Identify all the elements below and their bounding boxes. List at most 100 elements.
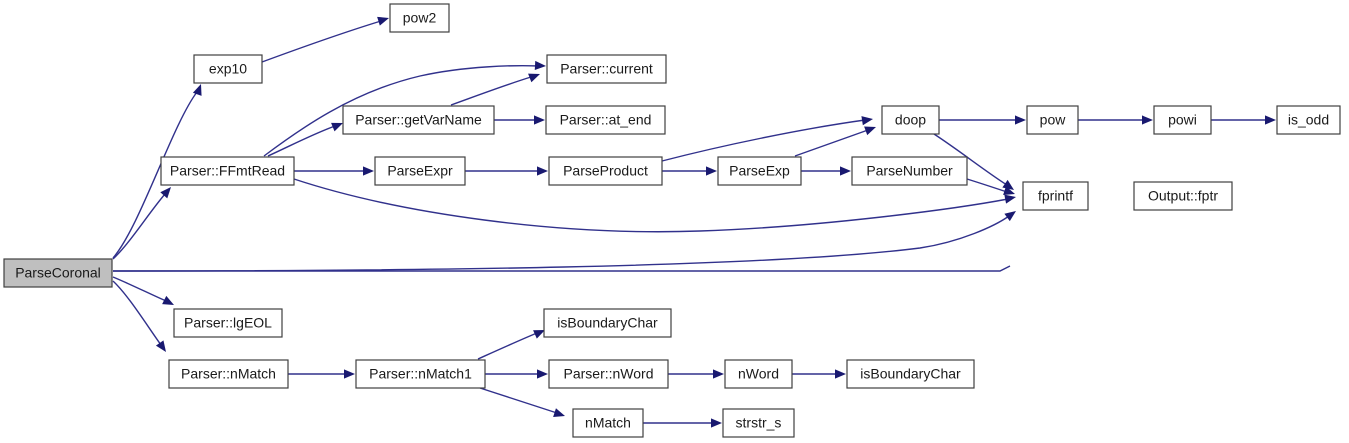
arrow-head-icon [1004,194,1016,204]
edge-parsecoronal-to-exp10 [112,84,202,259]
edge-line [263,64,540,157]
edge-parser_nmatch-to-parser_nmatch1 [288,369,355,379]
edge-line [267,125,336,157]
arrow-head-icon [537,166,548,176]
node-is_odd[interactable]: is_odd [1276,105,1341,135]
node-box[interactable] [1026,105,1079,135]
node-box[interactable] [572,408,644,438]
node-box[interactable] [1022,181,1089,211]
node-parser_nmatch[interactable]: Parser::nMatch [168,359,289,389]
node-pow[interactable]: pow [1026,105,1079,135]
arrow-head-icon [331,122,343,132]
node-box[interactable] [342,105,495,135]
arrow-head-icon [1002,179,1014,190]
node-powi[interactable]: powi [1153,105,1212,135]
edge-parsenumber-to-fprintf [966,178,1015,195]
arrow-head-icon [706,166,717,176]
edge-doop-to-fprintf [933,133,1014,190]
node-ffmtread[interactable]: Parser::FFmtRead [160,156,295,186]
edge-line [477,332,538,360]
node-isboundary1[interactable]: isBoundaryChar [543,308,672,338]
node-box[interactable] [846,359,975,389]
edge-line [933,133,1008,186]
node-box[interactable] [160,156,295,186]
node-box[interactable] [548,359,669,389]
arrow-head-icon [1004,211,1016,222]
edge-parsecoronal-to-ffmtread [112,187,171,260]
node-box[interactable] [881,105,940,135]
edge-parseproduct-to-doop [661,116,873,162]
node-box[interactable] [193,54,263,84]
edge-parsecoronal-to-lgeol [112,276,174,305]
node-parsecoronal[interactable]: ParseCoronal [3,258,113,288]
node-box[interactable] [717,156,802,186]
node-box[interactable] [851,156,968,186]
edge-ffmtread-to-parser_current [263,60,546,157]
node-box[interactable] [543,308,672,338]
node-doop[interactable]: doop [881,105,940,135]
edge-exp10-to-pow2 [261,16,389,63]
node-box[interactable] [389,3,450,33]
node-fprintf[interactable]: fprintf [1022,181,1089,211]
node-parseproduct[interactable]: ParseProduct [548,156,663,186]
node-strstr_s[interactable]: strstr_s [722,408,795,438]
arrow-head-icon [534,60,546,71]
edge-line [479,387,558,414]
node-output_fptr[interactable]: Output::fptr [1133,181,1233,211]
arrow-head-icon [363,166,374,176]
node-pow2[interactable]: pow2 [389,3,450,33]
node-box[interactable] [168,359,289,389]
edge-parsecoronal-to-fprintf [113,265,1011,272]
arrow-head-icon [344,369,355,379]
arrow-head-icon [1142,115,1153,125]
node-at_end[interactable]: Parser::at_end [545,105,666,135]
arrow-head-icon [864,126,876,136]
node-nmatch[interactable]: nMatch [572,408,644,438]
node-isboundary2[interactable]: isBoundaryChar [846,359,975,389]
edge-nmatch-to-strstr_s [643,418,722,428]
node-box[interactable] [724,359,793,389]
edge-line [112,215,1010,272]
edge-line [261,20,382,63]
edge-parseexpr-to-parseproduct [465,166,548,176]
node-getvarname[interactable]: Parser::getVarName [342,105,495,135]
node-parser_nword[interactable]: Parser::nWord [548,359,669,389]
node-box[interactable] [173,308,283,338]
node-box[interactable] [1276,105,1341,135]
node-box[interactable] [548,156,663,186]
node-lgeol[interactable]: Parser::lgEOL [173,308,283,338]
node-parser_current[interactable]: Parser::current [546,54,667,84]
arrow-head-icon [528,73,540,83]
edge-parsecoronal-to-fprintf2 [112,211,1016,272]
node-box[interactable] [3,258,113,288]
node-box[interactable] [545,105,666,135]
edge-line [661,119,866,162]
edge-parser_nmatch1-to-nmatch [479,387,565,417]
node-box[interactable] [355,359,486,389]
node-box[interactable] [374,156,466,186]
node-box[interactable] [546,54,667,84]
edge-line [450,76,532,106]
node-nword[interactable]: nWord [724,359,793,389]
node-box[interactable] [1133,181,1233,211]
node-parseexp[interactable]: ParseExp [717,156,802,186]
edge-parser_nmatch1-to-parser_nword [485,369,548,379]
arrow-head-icon [1003,186,1015,195]
node-parser_nmatch1[interactable]: Parser::nMatch1 [355,359,486,389]
arrow-head-icon [537,369,548,379]
node-box[interactable] [1153,105,1212,135]
node-box[interactable] [722,408,795,438]
arrow-head-icon [534,115,545,125]
arrow-head-icon [840,166,851,176]
node-parseexpr[interactable]: ParseExpr [374,156,466,186]
edge-line [112,91,198,259]
node-parsenumber[interactable]: ParseNumber [851,156,968,186]
edge-line [112,276,167,302]
edge-line [113,265,1011,272]
arrow-head-icon [162,295,174,305]
arrow-head-icon [711,418,722,428]
node-exp10[interactable]: exp10 [193,54,263,84]
